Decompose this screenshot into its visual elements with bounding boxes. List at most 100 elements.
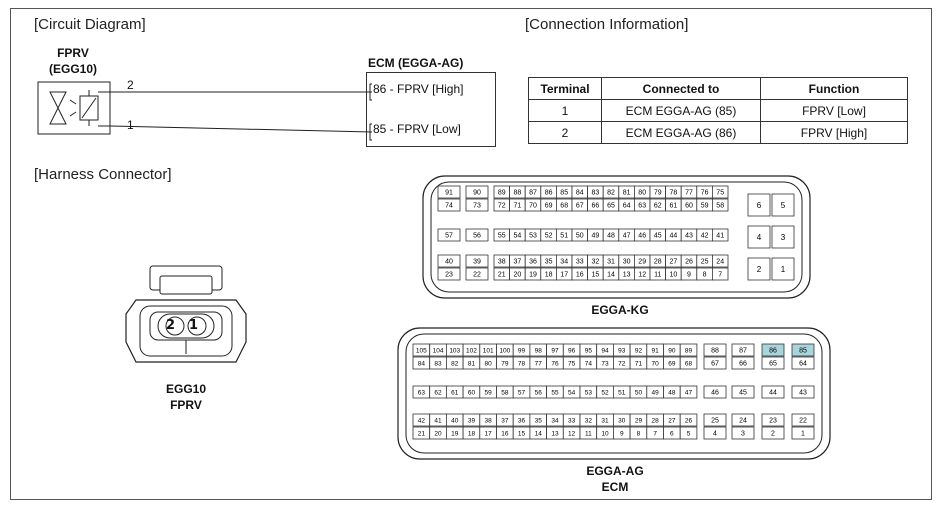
pin-number: 93 [618, 347, 626, 354]
pin-number: 5 [781, 201, 786, 210]
pin-number: 37 [514, 259, 522, 266]
pin-number: 11 [585, 430, 592, 437]
pin-number: 58 [501, 389, 509, 396]
pin-number: 83 [434, 360, 442, 367]
pin-cell [761, 426, 785, 440]
pin-number: 59 [485, 389, 493, 396]
pin-number: 28 [654, 259, 662, 266]
pin-number: 62 [654, 203, 662, 210]
pin-number: 75 [568, 360, 576, 367]
pin-cell [731, 356, 755, 370]
pin-number: 5 [687, 430, 691, 437]
pin-number: 81 [623, 190, 631, 197]
pin-number: 1 [801, 431, 805, 438]
pin-number: 10 [670, 272, 678, 279]
circuit-pin-1-label: 1 [127, 118, 134, 132]
fprv-pin-2: 2 [166, 318, 176, 333]
pin-number: 20 [434, 430, 442, 437]
pin-number: 103 [449, 347, 460, 354]
pin-number: 82 [607, 190, 615, 197]
pin-number: 37 [501, 417, 509, 424]
ecm-pin-high-label: 86 - FPRV [High] [373, 82, 464, 96]
pin-cell [703, 385, 727, 399]
pin-cell [712, 254, 729, 268]
pin-number: 92 [635, 347, 643, 354]
pin-cell [761, 385, 785, 399]
pin-number: 58 [716, 203, 724, 210]
pin-number: 31 [607, 259, 615, 266]
pin-cell [703, 426, 727, 440]
pin-number: 60 [468, 389, 476, 396]
function-cell: FPRV [Low] [760, 99, 908, 122]
pin-cell [712, 198, 729, 212]
pin-number: 68 [560, 203, 568, 210]
pin-number: 66 [739, 361, 747, 368]
pin-number: 80 [638, 190, 646, 197]
pin-number: 51 [560, 233, 568, 240]
pin-number: 46 [638, 233, 646, 240]
pin-number: 55 [498, 233, 506, 240]
pin-number: 86 [769, 348, 777, 355]
pin-number: 98 [535, 347, 543, 354]
pin-number: 14 [535, 430, 543, 437]
pin-number: 7 [718, 272, 722, 279]
pin-number: 61 [670, 203, 678, 210]
pin-number: 83 [592, 190, 600, 197]
ecm-caption: ECM [601, 480, 629, 494]
pin-number: 85 [560, 190, 568, 197]
pin-cell [761, 356, 785, 370]
pin-cell [679, 343, 698, 357]
pin-number: 35 [535, 417, 543, 424]
pin-number: 8 [703, 272, 707, 279]
table-row: 2 ECM EGGA-AG (86) FPRV [High] [528, 121, 908, 144]
pin-number: 48 [607, 233, 615, 240]
pin-cell [679, 413, 698, 427]
pin-number: 57 [518, 389, 526, 396]
pin-cell [465, 198, 489, 212]
pin-number: 10 [601, 430, 609, 437]
pin-number: 52 [601, 389, 609, 396]
harness-connector-title: [Harness Connector] [34, 166, 172, 183]
pin-number: 76 [701, 190, 709, 197]
pin-number: 95 [585, 347, 593, 354]
pin-number: 18 [468, 430, 476, 437]
egga-ag-caption: EGGA-AG [586, 464, 644, 478]
pin-number: 30 [623, 259, 631, 266]
pin-number: 89 [685, 347, 693, 354]
fprv-pin-1: 1 [189, 318, 199, 333]
pin-cell [761, 343, 785, 357]
pin-number: 33 [576, 259, 584, 266]
pin-number: 42 [701, 233, 709, 240]
pin-number: 23 [769, 418, 777, 425]
pin-number: 34 [560, 259, 568, 266]
pin-number: 2 [771, 431, 775, 438]
pin-number: 97 [551, 347, 559, 354]
pin-cell [465, 228, 489, 242]
pin-number: 77 [685, 190, 693, 197]
pin-number: 101 [483, 347, 494, 354]
pin-number: 11 [654, 272, 661, 279]
diagram-frame [10, 8, 932, 500]
pin-number: 19 [451, 430, 459, 437]
pin-number: 8 [637, 430, 641, 437]
pin-number: 91 [652, 347, 660, 354]
pin-number: 70 [529, 203, 537, 210]
pin-number: 42 [418, 417, 426, 424]
pin-number: 62 [434, 389, 442, 396]
pin-cell [703, 356, 727, 370]
pin-number: 53 [585, 389, 593, 396]
pin-number: 84 [418, 360, 426, 367]
fprv-component-name: FPRV [57, 46, 89, 60]
connected-to-cell: ECM EGGA-AG (85) [601, 99, 761, 122]
pin-number: 43 [799, 390, 807, 397]
pin-number: 63 [638, 203, 646, 210]
pin-number: 88 [514, 190, 522, 197]
pin-number: 73 [601, 360, 609, 367]
pin-number: 85 [799, 348, 807, 355]
fprv-harness-connector [125, 265, 247, 363]
ecm-pin-low-label: 85 - FPRV [Low] [373, 122, 461, 136]
pin-number: 41 [434, 417, 442, 424]
pin-number: 1 [781, 265, 786, 274]
